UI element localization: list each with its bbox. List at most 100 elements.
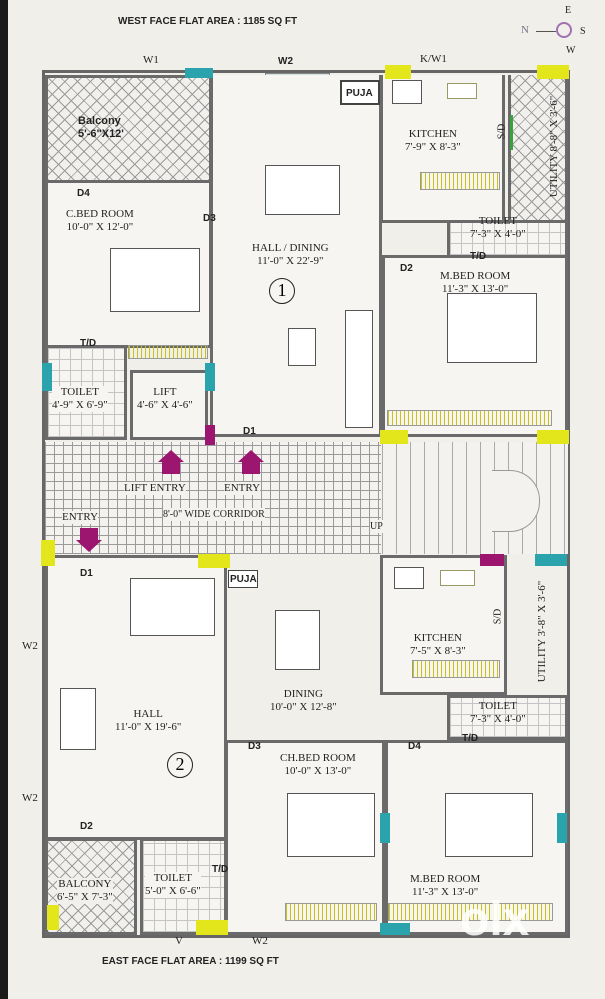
- door-d4-2: D4: [408, 741, 421, 752]
- hall-1-name: HALL / DINING: [252, 242, 329, 254]
- compass-w: W: [566, 45, 576, 56]
- m-bed-1-name: M.BED ROOM: [440, 270, 511, 282]
- m-bed-room-1: [382, 255, 568, 437]
- lift-entry-arrow-stem: [162, 462, 180, 474]
- sink-icon: [394, 567, 424, 589]
- door-d3-2: D3: [248, 741, 261, 752]
- stair-landing: [492, 470, 540, 532]
- balcony-1-name: Balcony: [78, 115, 121, 127]
- marker-teal: [185, 68, 213, 78]
- door-d1-2: D1: [80, 568, 93, 579]
- service-door-mark: [510, 115, 513, 150]
- utility-2-size: 3'-8" X 3'-6": [536, 580, 549, 637]
- toilet-1l-size: 4'-9" X 6'-9": [52, 399, 108, 411]
- window-kw1-label: K/W1: [420, 53, 447, 65]
- dining-table-icon: [265, 165, 340, 215]
- bed-icon: [110, 248, 200, 312]
- marker-yellow: [537, 430, 569, 444]
- door-d3: D3: [203, 213, 216, 224]
- c-bed-name: C.BED ROOM: [66, 208, 134, 220]
- east-flat-title: EAST FACE FLAT AREA : 1199 SQ FT: [102, 956, 279, 967]
- balcony-2-name: BALCONY: [58, 878, 112, 890]
- entry-label: ENTRY: [224, 482, 261, 495]
- toilet-2l-name: TOILET: [153, 872, 192, 884]
- puja-1-label: PUJA: [346, 88, 373, 99]
- flat-1-number: 1: [269, 278, 295, 304]
- balcony-2-size: 6'-5" X 7'-3": [57, 891, 113, 903]
- hall-2-size: 11'-0" X 19'-6": [115, 721, 182, 733]
- marker-yellow: [198, 554, 230, 568]
- utility-1-name: UTILITY: [548, 154, 561, 198]
- door-d4: D4: [77, 188, 90, 199]
- flat-2-number: 2: [167, 752, 193, 778]
- window-w2a: W2: [22, 640, 38, 652]
- entry-2-arrow-stem: [80, 528, 98, 540]
- marker-teal: [380, 813, 390, 843]
- kitchen-2-name: KITCHEN: [413, 632, 462, 644]
- bed-icon: [287, 793, 375, 857]
- marker-teal: [205, 363, 215, 391]
- compass-n: N: [521, 24, 529, 36]
- window-v: V: [175, 935, 183, 947]
- kitchen-2-size: 7'-5" X 8'-3": [410, 645, 466, 657]
- dining-2-name: DINING: [283, 688, 323, 700]
- service-door-2: S/D: [492, 608, 504, 625]
- toilet-2r-name: TOILET: [478, 700, 517, 712]
- marker-teal: [557, 813, 567, 843]
- hall-2-name: HALL: [133, 708, 163, 720]
- puja-1: PUJA: [340, 80, 380, 105]
- west-flat-title: WEST FACE FLAT AREA : 1185 SQ FT: [118, 16, 298, 27]
- c-bed-size: 10'-0" X 12'-0": [66, 221, 134, 233]
- marker-teal: [42, 363, 52, 391]
- m-bed-2-size: 11'-3" X 13'-0": [411, 886, 479, 898]
- marker-yellow: [41, 540, 55, 566]
- compass: E N S W: [518, 4, 588, 56]
- door-td-1r: T/D: [470, 251, 487, 262]
- window-w2-label: W2: [278, 56, 293, 67]
- kitchen-counter: [412, 660, 500, 678]
- bed-icon: [445, 793, 533, 857]
- puja-2-label: PUJA: [230, 574, 257, 585]
- toilet-1r-size: 7'-3" X 4'-0": [470, 228, 526, 240]
- stove-icon: [447, 83, 477, 99]
- compass-e: E: [565, 5, 572, 16]
- lift-name: LIFT: [153, 386, 177, 398]
- utility-1-size: 8'-8" X 3'-6": [548, 95, 561, 152]
- stove-icon: [440, 570, 475, 586]
- corridor: [45, 442, 381, 554]
- lift-size: 4'-6" X 4'-6": [137, 399, 193, 411]
- door-td-2r: T/D: [462, 733, 479, 744]
- dining-table-icon: [275, 610, 320, 670]
- service-door-1: S/D: [496, 123, 508, 140]
- door-td-1l: T/D: [80, 338, 97, 349]
- entry-arrow-icon: [238, 450, 264, 462]
- tv-unit-icon: [60, 688, 96, 750]
- wardrobe: [388, 903, 553, 921]
- utility-2-label: UTILITY 3'-8" X 3'-6": [536, 581, 549, 682]
- marker-yellow: [380, 430, 408, 444]
- marker-yellow: [47, 905, 59, 930]
- marker-teal: [380, 923, 410, 935]
- balcony-1: [45, 75, 212, 183]
- m-bed-1-size: 11'-3" X 13'-0": [441, 283, 509, 295]
- lift: [130, 370, 208, 440]
- dining-2-size: 10'-0" X 12'-8": [270, 701, 337, 713]
- marker-yellow: [537, 65, 569, 79]
- utility-1: [508, 75, 568, 223]
- utility-2-name: UTILITY: [536, 639, 549, 683]
- wardrobe: [285, 903, 377, 921]
- puja-2: PUJA: [228, 570, 258, 588]
- kitchen-1-size: 7'-9" X 8'-3": [405, 141, 461, 153]
- marker-magenta: [480, 554, 504, 566]
